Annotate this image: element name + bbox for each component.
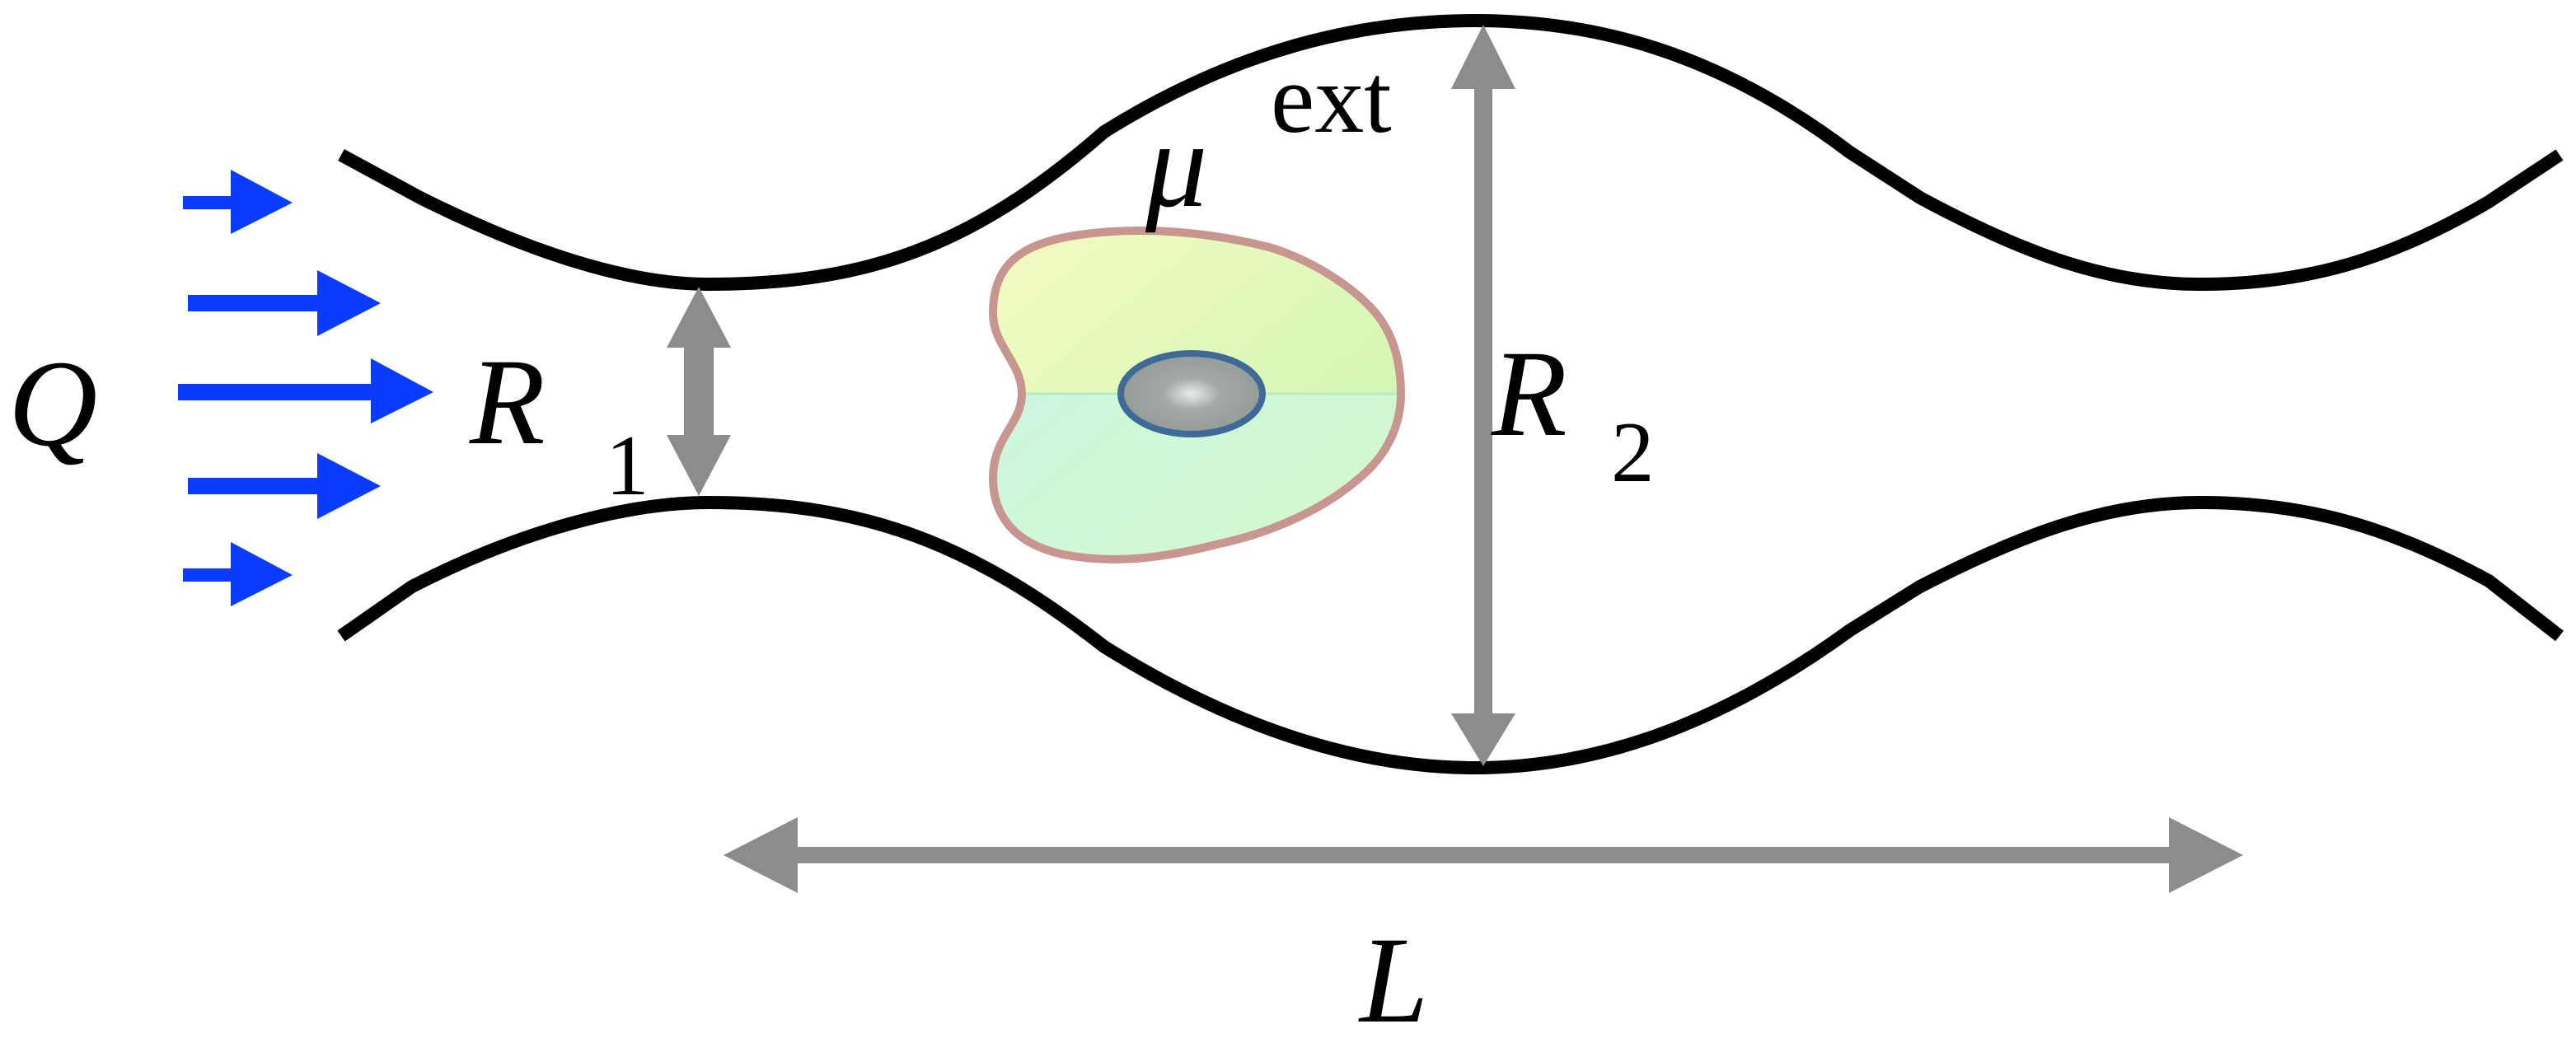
cell-membrane bbox=[988, 227, 1406, 563]
inner-radius-label: R bbox=[469, 334, 546, 470]
cell-nucleus bbox=[1117, 350, 1266, 437]
flow-arrow-icon bbox=[188, 270, 381, 336]
outer-radius-label: R bbox=[1491, 325, 1567, 462]
length-label: L bbox=[1358, 912, 1428, 1038]
inner-radius-arrow bbox=[667, 287, 731, 496]
lower-channel-wall bbox=[337, 495, 2564, 775]
flow-arrows bbox=[178, 170, 433, 606]
flow-arrow-icon bbox=[183, 542, 293, 606]
flow-arrow-icon bbox=[178, 358, 433, 423]
outer-radius-subscript: 2 bbox=[1611, 404, 1655, 500]
flow-rate-label: Q bbox=[8, 335, 97, 472]
flow-arrow-icon bbox=[188, 453, 381, 519]
outer-radius-arrow bbox=[1451, 25, 1515, 766]
upper-channel-wall bbox=[338, 13, 2564, 292]
viscosity-label: μ bbox=[1145, 96, 1207, 233]
viscosity-superscript: ext bbox=[1271, 44, 1392, 153]
length-arrow bbox=[724, 817, 2243, 893]
flow-arrow-icon bbox=[183, 170, 293, 234]
cell bbox=[988, 227, 1406, 563]
inner-radius-subscript: 1 bbox=[606, 417, 649, 513]
